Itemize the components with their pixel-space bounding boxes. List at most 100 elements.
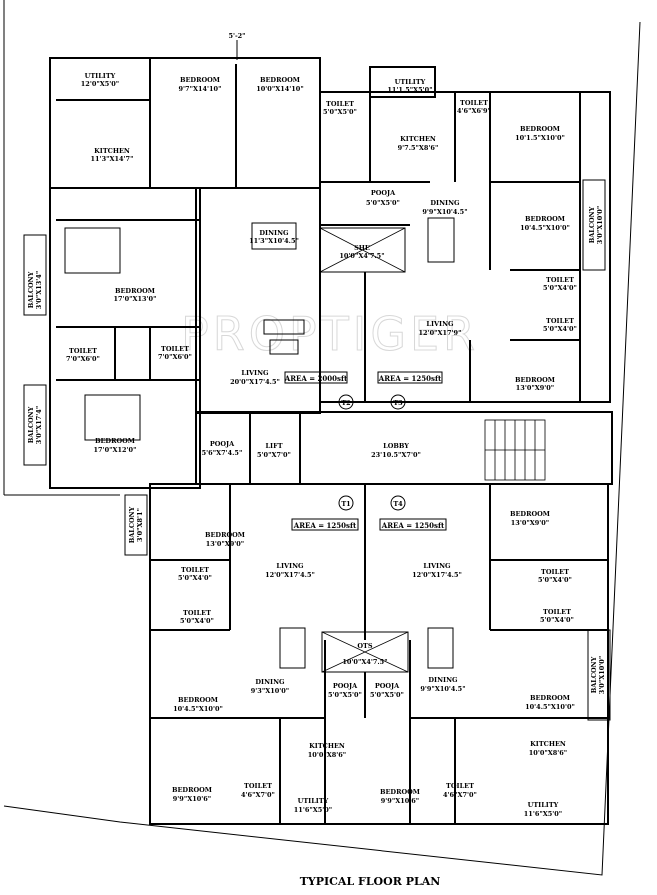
room-name: BEDROOM — [380, 788, 420, 796]
room-name: TOILET — [183, 609, 211, 617]
unit-tag: T2 — [341, 399, 350, 407]
room-size: 10'0"X4'7.5" — [342, 658, 387, 666]
room-size: 9'9"X10'4.5" — [422, 208, 467, 216]
room-size: 10'0"X14'10" — [256, 85, 303, 93]
room-name: TOILET — [161, 345, 189, 353]
room-name: DINING — [428, 676, 458, 684]
walls — [23, 57, 613, 825]
room-name: UTILITY — [298, 797, 329, 805]
room-size: 7'0"X6'0" — [158, 353, 192, 361]
room-name: BEDROOM — [525, 215, 565, 223]
watermark: PROPTIGER — [181, 307, 479, 361]
room-name: POOJA — [375, 682, 400, 690]
room-size: 20'0"X17'4.5" — [230, 378, 280, 386]
room-size: 9'3"X10'0" — [251, 687, 289, 695]
room-name: TOILET — [543, 608, 571, 616]
furniture — [64, 217, 455, 669]
room-size: 10'4.5"X10'0" — [173, 705, 223, 713]
room-size: 17'0"X12'0" — [94, 446, 137, 454]
room-name: BEDROOM — [530, 694, 570, 702]
room-name: BEDROOM — [515, 376, 555, 384]
room-name: TOILET — [546, 317, 574, 325]
unit-T4: T4 AREA = 1250sft — [379, 495, 447, 531]
room-name: TOILET — [546, 276, 574, 284]
room-name: DINING — [430, 199, 460, 207]
room-name: KITCHEN — [94, 147, 130, 155]
room-size: 10'4.5"X10'0" — [525, 703, 575, 711]
room-size: 5'0"X4'0" — [540, 616, 574, 624]
room-name: TOILET — [244, 782, 272, 790]
room-size: 5'0"X5'0" — [370, 691, 404, 699]
room-name: BALCONY — [588, 206, 596, 243]
unit-tag: T4 — [393, 500, 403, 508]
room-name: BEDROOM — [180, 76, 220, 84]
room-name: KITCHEN — [530, 740, 566, 748]
room-size: 10'0"X8'6" — [529, 749, 567, 757]
room-name: LIVING — [241, 369, 269, 377]
room-name: POOJA — [371, 189, 396, 197]
room-name: LIVING — [426, 320, 454, 328]
room-name: BALCONY — [27, 271, 35, 308]
room-name: OTS — [357, 642, 372, 650]
room-size: 11'1.5"X5'0" — [387, 86, 432, 94]
room-size: 11'3"X14'7" — [91, 155, 134, 163]
room-name: SHE — [354, 244, 370, 252]
unit-tag: T3 — [393, 399, 403, 407]
room-name: BEDROOM — [178, 696, 218, 704]
unit-T3: T3 AREA = 1250sft — [377, 371, 443, 410]
room-size: 4'6"X6'9" — [457, 107, 491, 115]
room-name: DINING — [255, 678, 285, 686]
room-name: TOILET — [446, 782, 474, 790]
unit-tag: T1 — [341, 500, 350, 508]
room-size: 3'0"X17'4" — [35, 406, 43, 444]
room-name: UTILITY — [85, 72, 116, 80]
plan-title: TYPICAL FLOOR PLAN — [300, 875, 441, 888]
unit-area: AREA = 2000sft — [284, 374, 348, 383]
room-name: TOILET — [326, 100, 354, 108]
room-name: BALCONY — [128, 506, 136, 543]
room-size: 12'0"X17'4.5" — [412, 571, 462, 579]
room-name: TOILET — [541, 568, 569, 576]
room-name: DINING — [259, 229, 289, 237]
room-size: 5'0"X4'0" — [180, 617, 214, 625]
room-size: 13'0"X9'0" — [206, 540, 244, 548]
unit-T2: T2 AREA = 2000sft — [284, 371, 354, 410]
room-size: 12'0"X17'9" — [419, 329, 462, 337]
room-size: 9'9"X10'6" — [381, 797, 419, 805]
room-name: BEDROOM — [260, 76, 300, 84]
top-dimension: 5'-2" — [228, 32, 245, 40]
room-size: 3'0"X10'0" — [598, 656, 606, 694]
